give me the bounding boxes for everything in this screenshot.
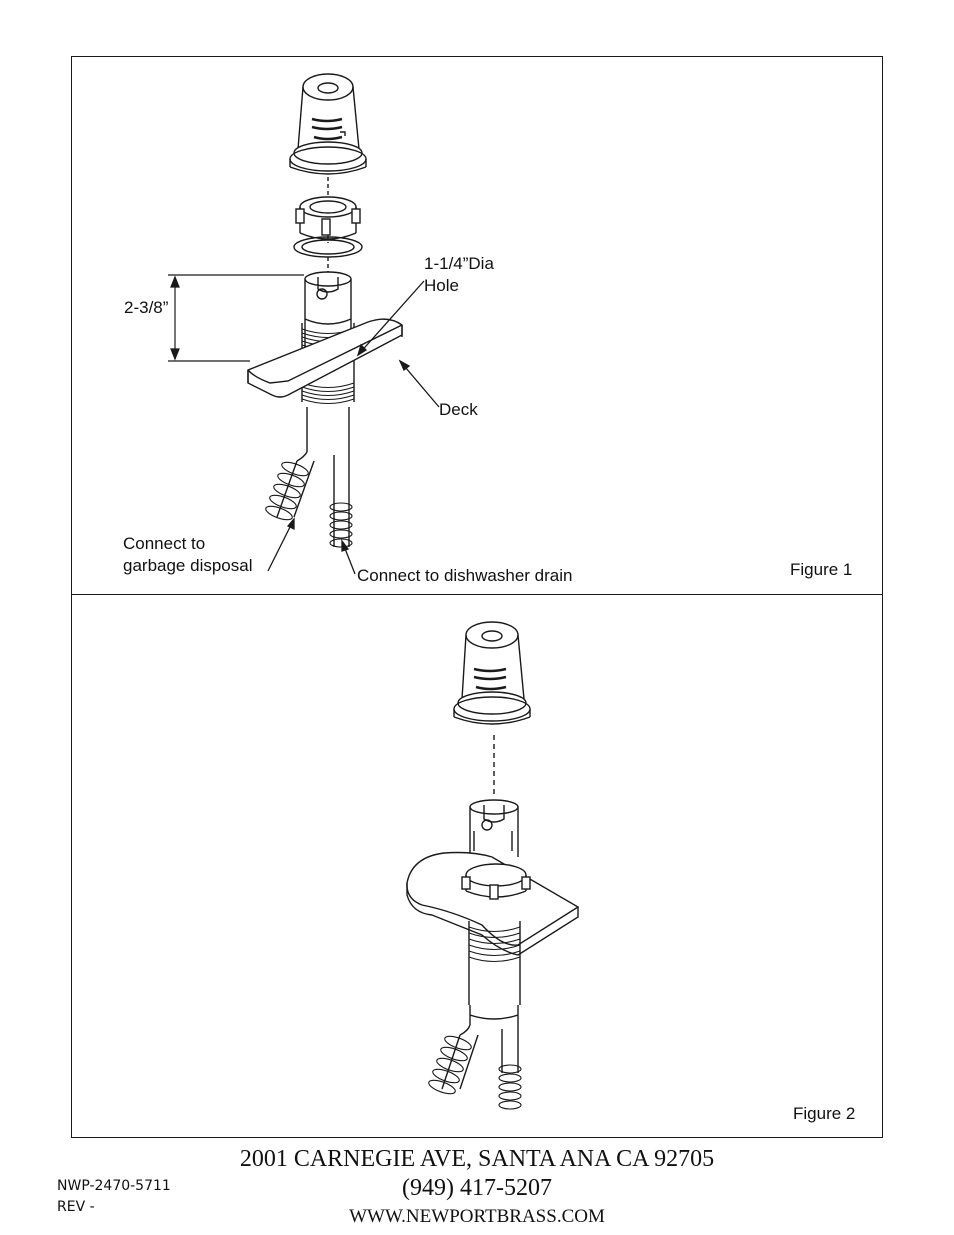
leader-lines bbox=[267, 280, 440, 575]
dimension-label: 2-3/8” bbox=[124, 298, 169, 317]
deck-label: Deck bbox=[439, 400, 478, 419]
document-number: NWP-2470-5711 bbox=[57, 1178, 171, 1194]
lock-nut bbox=[461, 863, 531, 900]
dimension-lines bbox=[168, 274, 304, 362]
drain-label: Connect to dishwasher drain bbox=[357, 566, 573, 585]
figure-1-caption: Figure 1 bbox=[790, 560, 853, 579]
drain-pipes bbox=[428, 1024, 522, 1110]
figure-2-panel: Figure 2 bbox=[71, 594, 883, 1138]
drain-pipes bbox=[265, 407, 353, 548]
lock-nut bbox=[295, 196, 361, 240]
figure-1-drawing bbox=[168, 73, 440, 575]
revision-label: REV - bbox=[57, 1199, 95, 1215]
washer bbox=[293, 236, 363, 258]
threaded-shank bbox=[468, 921, 521, 1025]
hole-label: 1-1/4”Dia Hole bbox=[424, 253, 494, 297]
figure-2-caption: Figure 2 bbox=[793, 1104, 856, 1123]
disposal-label-line-1: Connect to bbox=[123, 534, 206, 553]
company-website: WWW.NEWPORTBRASS.COM bbox=[349, 1206, 605, 1227]
hole-label-line-1: 1-1/4”Dia bbox=[424, 254, 494, 273]
air-gap-cap bbox=[453, 621, 531, 725]
air-gap-cap bbox=[289, 73, 367, 175]
deck-plate bbox=[247, 318, 403, 398]
company-address: 2001 CARNEGIE AVE, SANTA ANA CA 92705 bbox=[239, 1146, 715, 1172]
disposal-label-line-2: garbage disposal bbox=[123, 556, 253, 575]
figure-2-drawing bbox=[406, 621, 580, 1110]
disposal-label: Connect to garbage disposal bbox=[123, 533, 252, 577]
hole-label-line-2: Hole bbox=[424, 276, 459, 295]
air-gap-body bbox=[469, 799, 519, 857]
company-phone: (949) 417-5207 bbox=[402, 1175, 552, 1201]
figure-1-panel: 2-3/8” 1-1/4”Dia Hole Deck Connect to ga… bbox=[71, 56, 883, 595]
